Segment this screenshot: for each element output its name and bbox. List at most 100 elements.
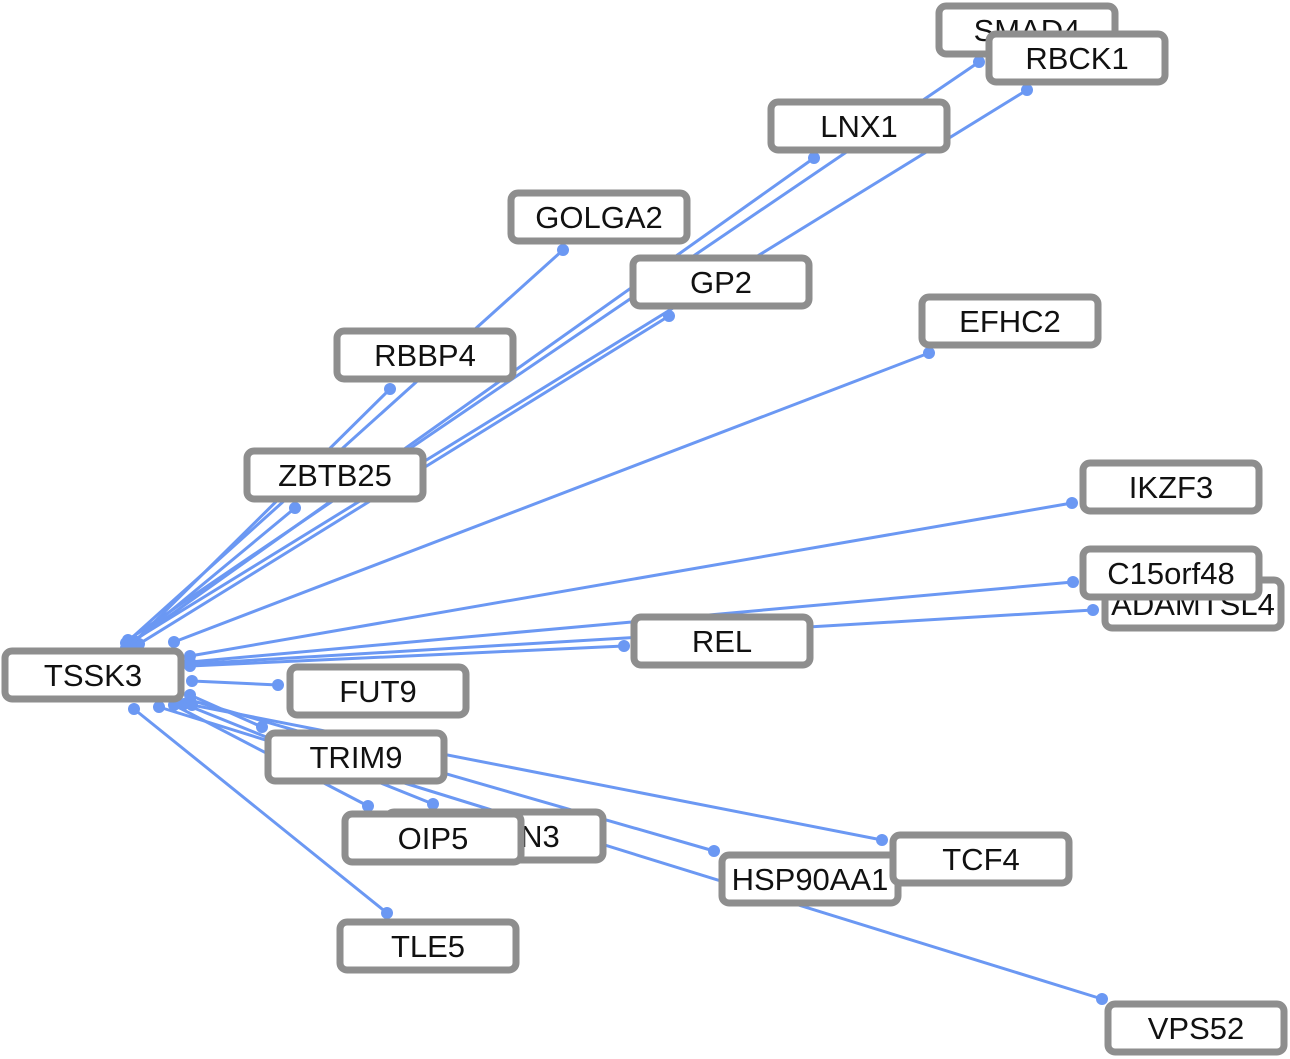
node-rbbp4[interactable]: RBBP4 [333,327,517,383]
node-label: N3 [520,819,560,854]
edge-line [125,506,296,650]
node-label: ZBTB25 [278,458,392,493]
edge-target-dot [1087,604,1099,616]
node-golga2[interactable]: GOLGA2 [507,189,691,245]
node-label: RBCK1 [1025,41,1128,76]
edge-source-dot [186,675,198,687]
node-lnx1[interactable]: LNX1 [767,98,951,154]
edge-target-dot [618,640,630,652]
edge-tssk3-zbtb25 [120,502,301,654]
node-box[interactable] [264,729,448,785]
node-fut9[interactable]: FUT9 [286,663,470,719]
edge-line [173,351,930,644]
node-hsp90aa1[interactable]: HSP90AA1 [718,851,902,907]
edge-target-dot [708,845,720,857]
node-box[interactable] [889,831,1073,887]
edge-target-dot [1096,993,1108,1005]
node-label: OIP5 [398,821,469,856]
edge-source-dot [186,699,198,711]
node-rel[interactable]: REL [630,613,814,669]
edge-tssk3-fut9 [186,675,284,691]
edge-tssk3-tcf4 [186,699,888,846]
edge-target-dot [289,502,301,514]
node-box[interactable] [767,98,951,154]
node-label: LNX1 [820,109,898,144]
node-label: TSSK3 [44,658,142,693]
node-label: EFHC2 [959,304,1061,339]
edge-target-dot [808,152,820,164]
node-box[interactable] [918,293,1102,349]
node-box[interactable] [341,810,525,866]
node-label: REL [692,624,752,659]
edge-line [189,698,715,853]
edge-source-dot [184,660,196,672]
node-zbtb25[interactable]: ZBTB25 [243,447,427,503]
node-box[interactable] [1104,1000,1288,1056]
edge-source-dot [153,701,165,713]
edge-tssk3-rbbp4 [125,383,396,651]
edge-source-dot [168,636,180,648]
edge-target-dot [923,347,935,359]
edge-line [191,703,883,842]
edge-tssk3-efhc2 [168,347,935,648]
node-box[interactable] [1079,459,1263,515]
node-tssk3[interactable]: TSSK3 [1,647,185,703]
edge-target-dot [663,310,675,322]
edge-line [133,156,815,643]
node-rbck1[interactable]: RBCK1 [985,30,1169,86]
node-label: RBBP4 [374,338,476,373]
node-ikzf3[interactable]: IKZF3 [1079,459,1263,515]
edges-layer [120,56,1108,1005]
node-efhc2[interactable]: EFHC2 [918,293,1102,349]
edge-line [189,501,1073,658]
node-oip5[interactable]: OIP5 [341,810,525,866]
edge-target-dot [427,798,439,810]
node-label: GP2 [690,265,752,300]
node-box[interactable] [985,30,1169,86]
edge-target-dot [973,56,985,68]
node-box[interactable] [336,918,520,974]
node-tcf4[interactable]: TCF4 [889,831,1073,887]
node-label: IKZF3 [1129,470,1213,505]
edge-source-dot [128,703,140,715]
node-box[interactable] [630,613,814,669]
edge-tssk3-rel [184,640,630,672]
node-box[interactable] [1079,545,1263,601]
node-label: TRIM9 [310,740,403,775]
node-tle5[interactable]: TLE5 [336,918,520,974]
node-c15orf48[interactable]: C15orf48 [1079,545,1263,601]
edge-line [189,644,625,668]
edge-target-dot [1066,497,1078,509]
node-label: HSP90AA1 [732,862,889,897]
node-label: GOLGA2 [535,200,663,235]
edge-line [129,387,392,647]
node-box[interactable] [286,663,470,719]
node-box[interactable] [333,327,517,383]
node-gp2[interactable]: GP2 [629,254,813,310]
edge-line [130,88,1028,644]
node-box[interactable] [1,647,185,703]
node-vps52[interactable]: VPS52 [1104,1000,1288,1056]
edge-target-dot [1021,84,1033,96]
edge-target-dot [1067,576,1079,588]
node-label: VPS52 [1148,1011,1245,1046]
edge-target-dot [362,800,374,812]
edge-target-dot [381,907,393,919]
node-label: FUT9 [339,674,417,709]
node-box[interactable] [629,254,813,310]
node-label: TLE5 [391,929,465,964]
node-label: TCF4 [942,842,1020,877]
edge-target-dot [384,383,396,395]
edge-line [191,679,279,687]
node-trim9[interactable]: TRIM9 [264,729,448,785]
edge-target-dot [876,834,888,846]
edge-target-dot [256,721,268,733]
edge-target-dot [557,244,569,256]
node-box[interactable] [243,447,427,503]
edge-line [133,707,388,915]
edge-tssk3-tle5 [128,703,393,919]
node-box[interactable] [507,189,691,245]
edge-target-dot [272,679,284,691]
